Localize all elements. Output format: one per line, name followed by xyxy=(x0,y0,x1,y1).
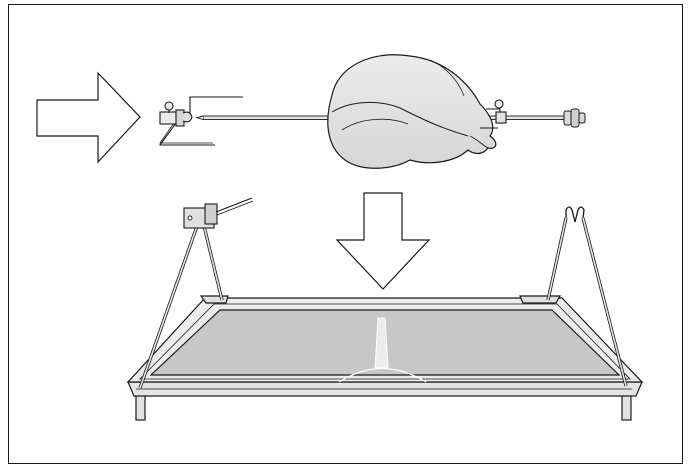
down-arrow-icon xyxy=(335,192,431,290)
skewer-fork-right-icon xyxy=(480,99,507,129)
baking-tray-icon xyxy=(126,295,644,421)
chicken-icon xyxy=(327,54,497,169)
skewer-fork-icon xyxy=(158,96,243,146)
right-arrow-icon xyxy=(36,71,141,164)
spit-support-left-icon xyxy=(138,197,254,389)
illustration-frame xyxy=(8,4,683,464)
spit-support-right-icon xyxy=(546,206,628,387)
